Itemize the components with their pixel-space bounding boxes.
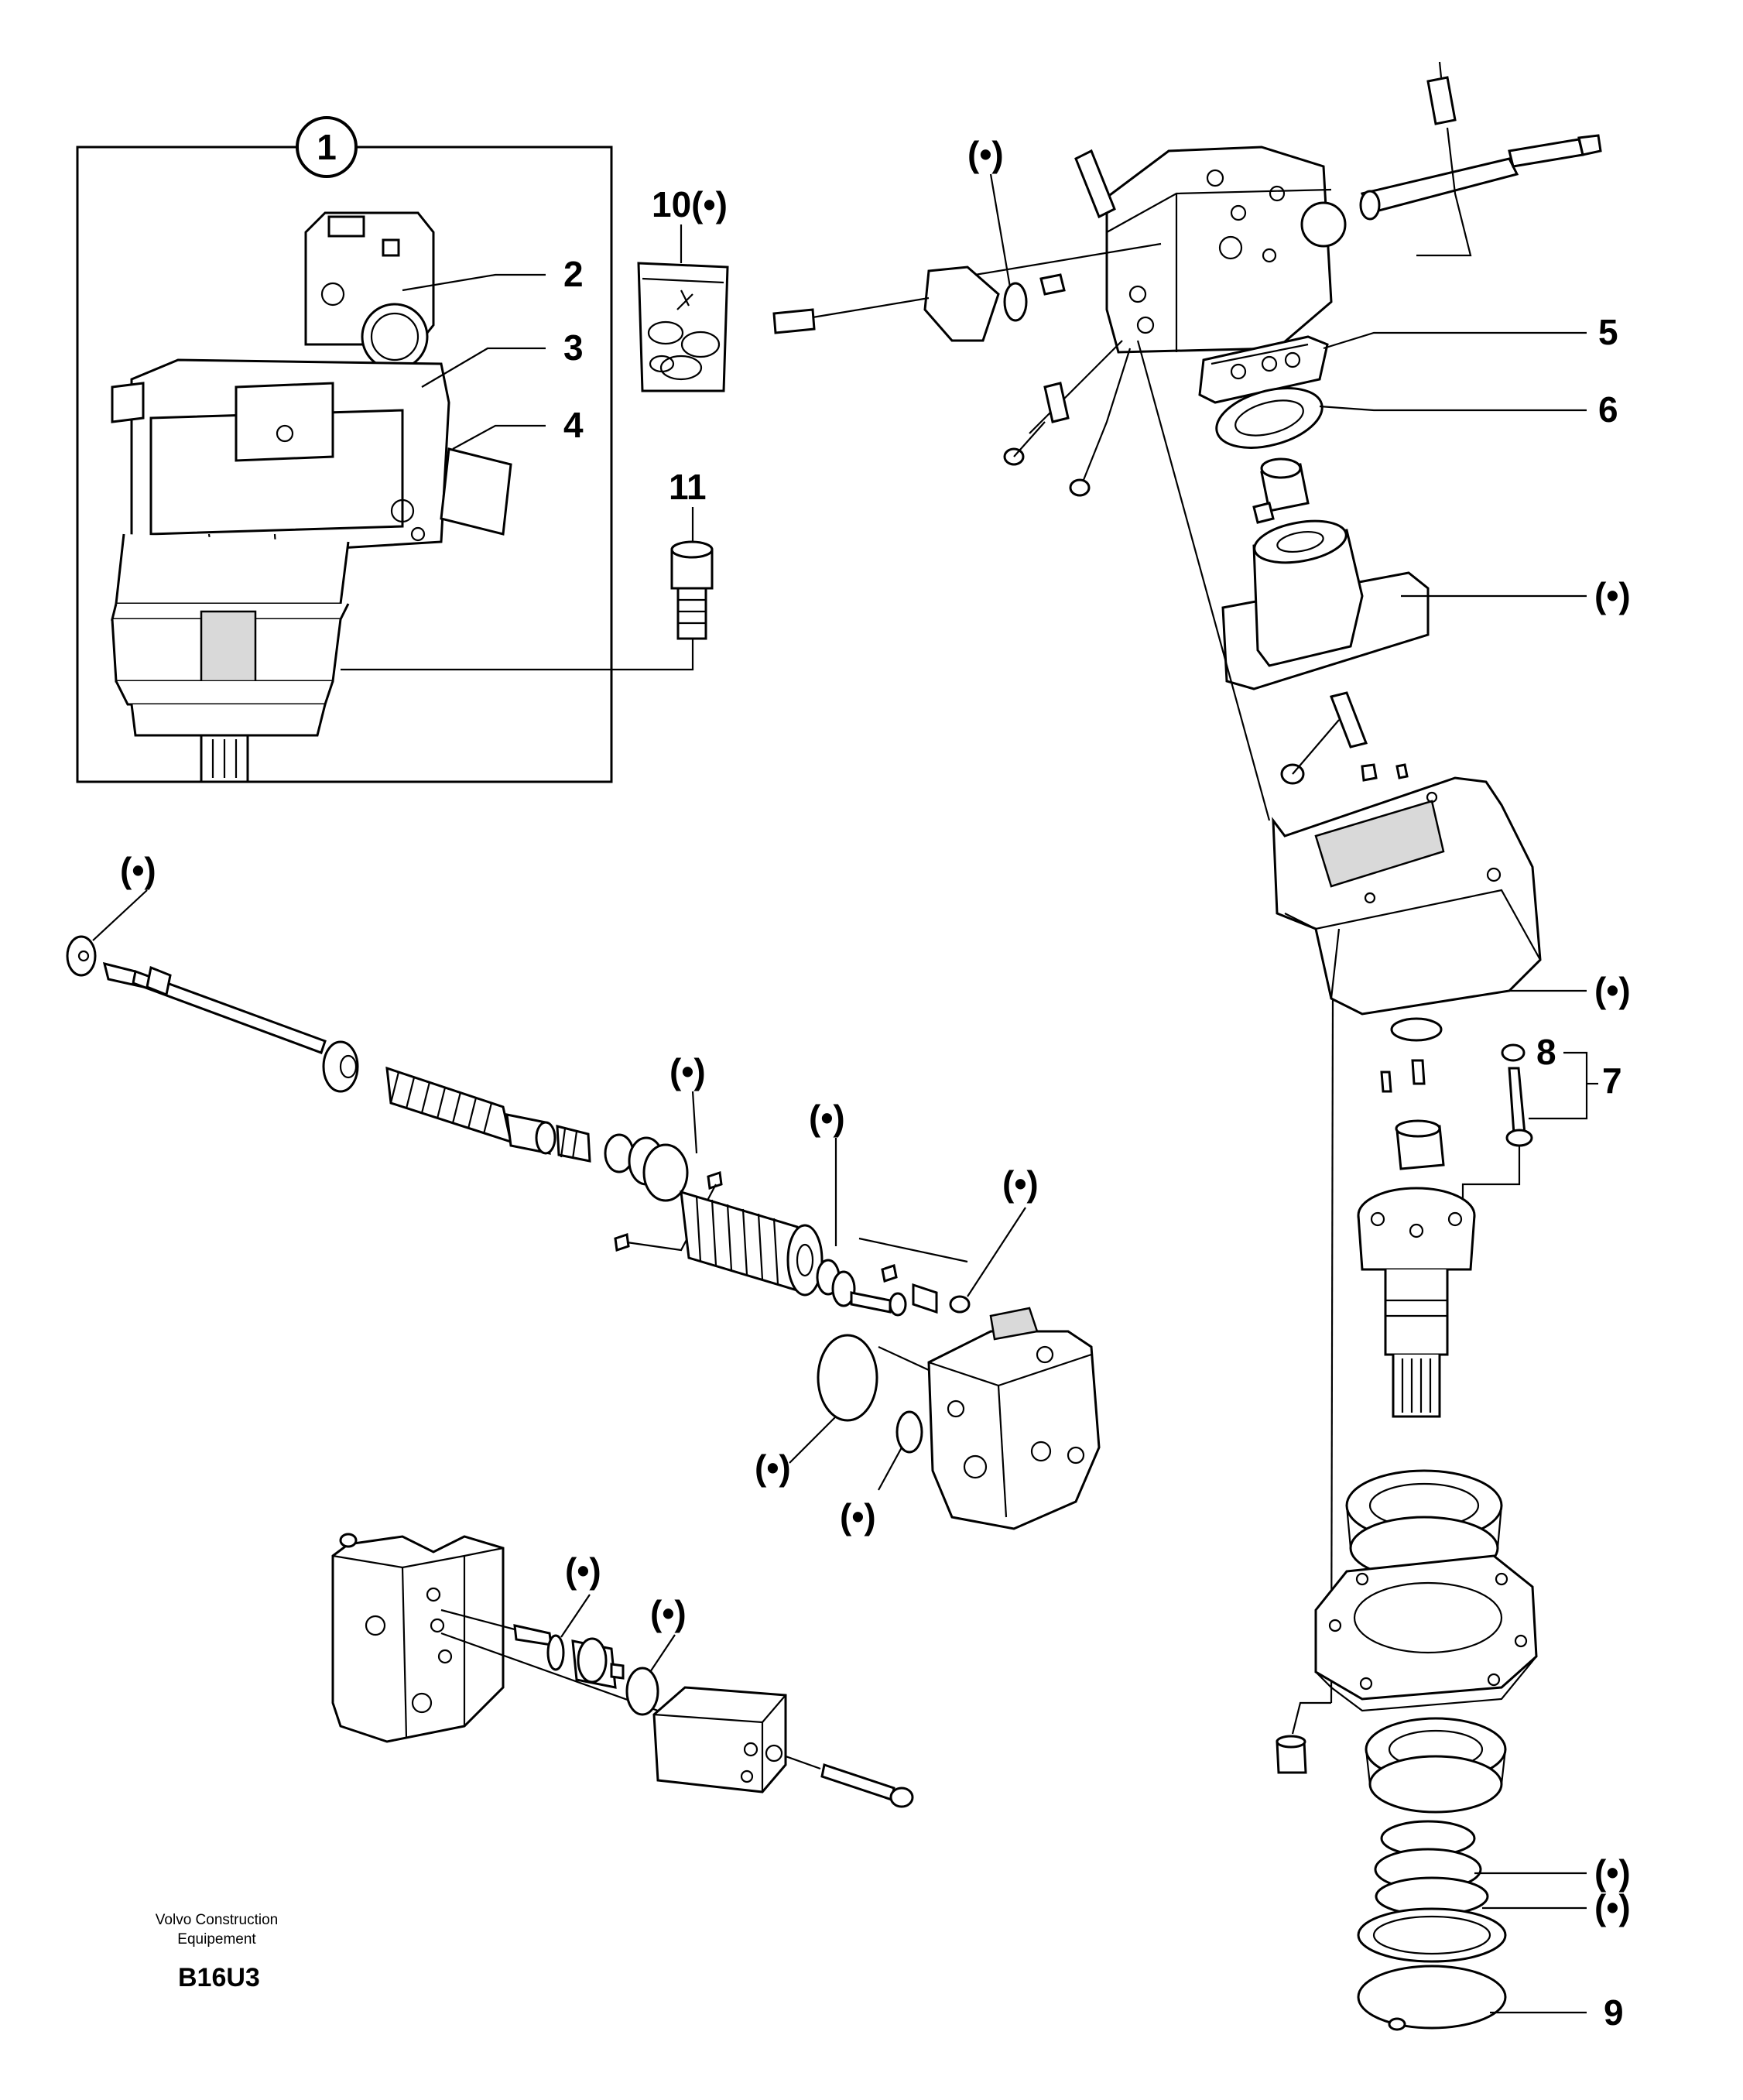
callout-10[interactable]: 10(•) [652,184,728,224]
callout-11[interactable]: 11 [669,467,707,507]
bearing-flange [1276,1469,1538,1814]
leader-2 [402,273,546,292]
callout-dot-orings[interactable]: (•) [809,1098,845,1138]
lower-valve-group: (•) (•) [331,1533,914,1808]
drive-shaft [1357,1187,1476,1418]
callout-dot-plug[interactable]: (•) [1002,1163,1039,1204]
seal-kit-bag: 10(•) [637,184,729,392]
callout-1[interactable]: 1 [317,127,337,167]
callout-dot-top[interactable]: (•) [967,134,1004,174]
footer-brand: Volvo Construction Equipement B16U3 [156,1912,278,1992]
callout-2[interactable]: 2 [563,254,584,294]
leader-11 [341,639,694,671]
screw-11: 11 [669,467,714,640]
callout-dot-washer[interactable]: (•) [120,850,156,890]
callout-dot-oring-big[interactable]: (•) [755,1447,791,1488]
brand-line-1: Volvo Construction [156,1912,278,1928]
callout-dot-gasket[interactable]: (•) [1594,575,1631,615]
spring [385,1066,513,1144]
brand-line-2: Equipement [177,1931,256,1948]
diagram-code: B16U3 [178,1963,260,1992]
callout-8[interactable]: 8 [1536,1032,1556,1072]
callout-6[interactable]: 6 [1598,389,1618,430]
callout-circle-1[interactable] [296,116,358,178]
regulator-exploded-group: (•) (•) (•) [66,850,1101,1536]
items-7-8: 8 7 [1380,1032,1622,1223]
callout-dot-seal-1[interactable]: (•) [1594,1852,1631,1893]
leader-4 [452,424,546,450]
callout-7[interactable]: 7 [1602,1060,1622,1101]
callout-4[interactable]: 4 [563,405,584,445]
top-exploded-group: (•) [772,61,1631,821]
callout-dot-seal-2[interactable]: (•) [1594,1887,1631,1927]
callout-dot-cartridge-1[interactable]: (•) [565,1550,601,1591]
callout-5[interactable]: 5 [1598,312,1618,352]
callout-9[interactable]: 9 [1604,1992,1624,2033]
lower-seals: (•) (•) 9 [1357,1820,1631,2033]
callout-dot-oring-small[interactable]: (•) [840,1496,876,1536]
callout-dot-housing[interactable]: (•) [1594,970,1631,1010]
leader-3 [421,347,546,388]
assembled-motor-drawing [111,211,512,783]
inset-assembly-box: 1 [76,116,694,783]
callout-dot-spool[interactable]: (•) [669,1051,706,1091]
callout-3[interactable]: 3 [563,327,584,368]
callout-dot-cartridge-2[interactable]: (•) [650,1593,687,1633]
main-housing: (•) [1272,776,1631,1704]
